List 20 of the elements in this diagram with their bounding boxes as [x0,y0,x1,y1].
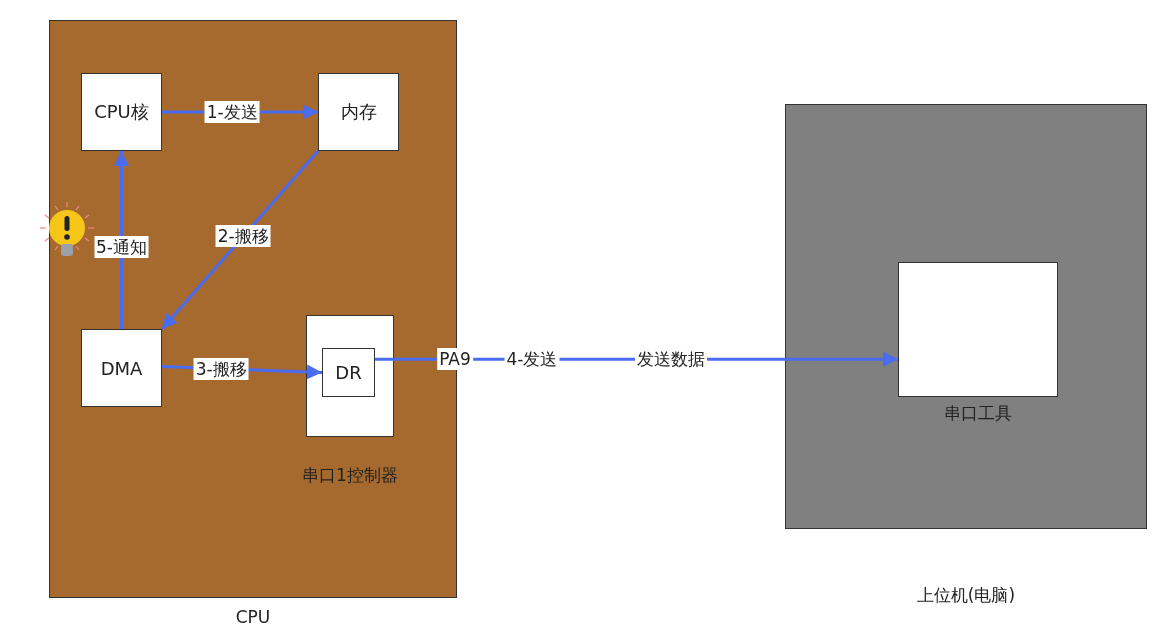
edge-label: 2-搬移 [215,225,271,248]
register-box [322,348,375,397]
pin-label: PA9 [437,348,473,370]
process-box [318,73,399,151]
line-label: 发送数据 [635,348,707,370]
box-caption: 串口1控制器 [302,464,398,487]
box-label: DMA [100,357,143,379]
edge-label: 1-发送 [204,101,260,123]
box-caption: 上位机(电脑) [916,584,1016,607]
box-caption: CPU [235,607,271,627]
arrow [114,151,129,329]
edge-label: 5-通知 [94,236,149,259]
arrow [160,150,320,330]
box-caption: 串口工具 [944,402,1012,425]
edge-label: 3-搬移 [193,357,249,380]
box-label: DR [335,362,362,383]
box-label: CPU核 [94,100,149,124]
box-label: 内存 [340,100,377,124]
process-box [81,73,162,151]
process-box [81,329,162,407]
